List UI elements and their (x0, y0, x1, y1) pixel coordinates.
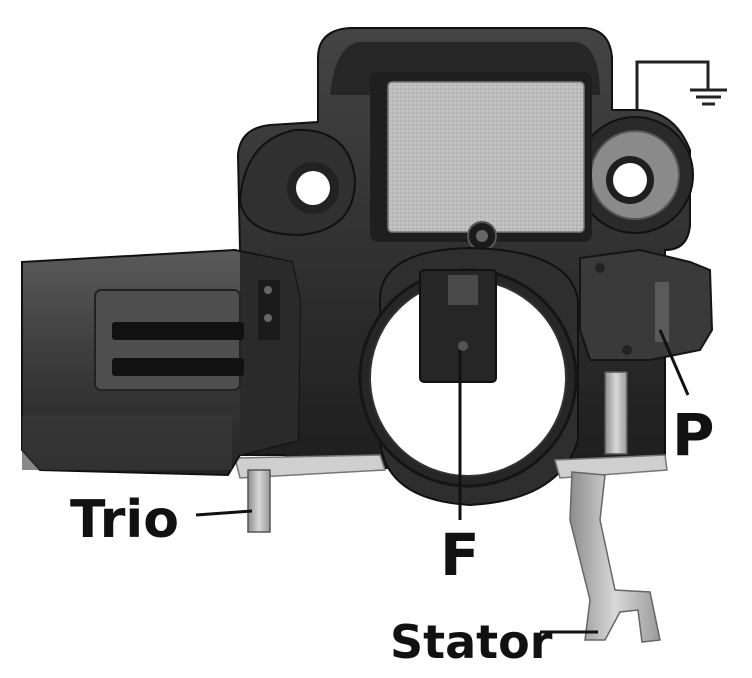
plate-screw (467, 221, 497, 251)
left-mounting-ear (238, 128, 357, 237)
p-leader-line (658, 329, 690, 396)
connector-plug (21, 248, 302, 477)
ground-wire (635, 60, 710, 112)
right-mounting-ear (576, 116, 694, 234)
trio-label: Trio (70, 490, 179, 550)
f-brush (419, 269, 497, 383)
trio-leader-line (195, 509, 253, 517)
leader-lines (195, 329, 690, 634)
ground-symbol-icon (690, 88, 727, 106)
f-label: F (440, 521, 480, 589)
trio-terminal-lead (247, 469, 271, 533)
heat-sink-plate (370, 72, 592, 242)
stator-label: Stator (390, 615, 553, 669)
stator-terminal-lead (569, 471, 661, 643)
p-label: P (672, 401, 715, 469)
p-terminal-block (579, 248, 714, 361)
p-terminal-lead (604, 371, 628, 455)
